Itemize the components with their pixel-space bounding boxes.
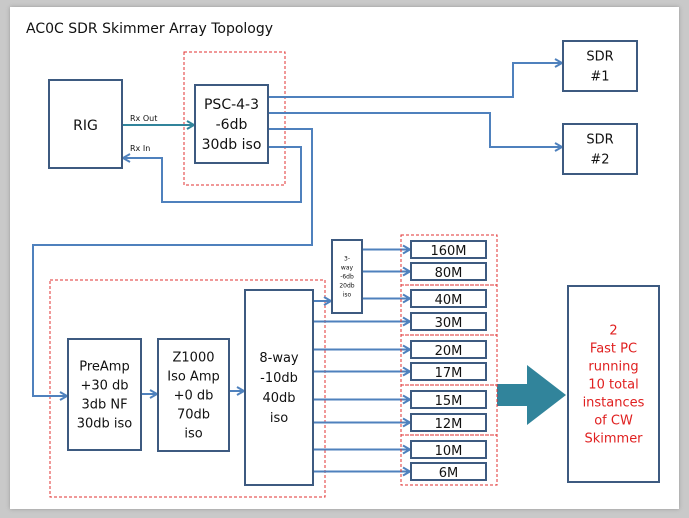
sdr1-box-line: #1	[590, 70, 609, 85]
sdr1-box: SDR #1	[562, 40, 638, 92]
sdr2-box-line: SDR	[586, 133, 613, 148]
band-label: 30M	[435, 316, 463, 331]
skimmer-pc-box-line: Fast PC	[590, 342, 637, 357]
sdr1-wire	[268, 63, 562, 98]
skimmer-pc-box-line: 10 total	[588, 378, 638, 393]
band-box-30M: 30M	[410, 312, 487, 331]
band-box-80M: 80M	[410, 262, 487, 281]
psc-box-line: PSC-4-3	[204, 97, 259, 113]
skimmer-pc-box-line: running	[588, 360, 638, 375]
z1000-box-line: Iso Amp	[167, 370, 220, 385]
band-box-160M: 160M	[410, 240, 487, 259]
big-arrow	[497, 365, 566, 425]
band-group-border	[400, 434, 498, 486]
diagram-title: AC0C SDR Skimmer Array Topology	[26, 21, 273, 37]
3way-splitter-box: 3- way -6db 20db iso	[331, 239, 363, 314]
z1000-box-line: 70db	[177, 408, 210, 423]
rx-in-wire	[123, 146, 302, 203]
band-label: 160M	[430, 244, 466, 259]
amp-group-border	[49, 279, 326, 498]
preamp-box: PreAmp +30 db 3db NF 30db iso	[67, 338, 142, 451]
skimmer-pc-box-line: of CW	[594, 414, 633, 429]
band-label: 15M	[435, 394, 463, 409]
8way-splitter-box-line: -10db	[260, 371, 298, 386]
band-label: 40M	[435, 293, 463, 308]
band-label: 6M	[439, 466, 459, 481]
3way-splitter-box-line: 20db	[339, 283, 354, 290]
8way-splitter-box: 8-way -10db 40db iso	[244, 289, 314, 486]
sdr1-box-line: SDR	[586, 50, 613, 65]
band-box-6M: 6M	[410, 462, 487, 481]
preamp-box-line: PreAmp	[79, 360, 129, 375]
z1000-box-line: iso	[184, 427, 202, 442]
rx-out-label: Rx Out	[130, 114, 157, 123]
8way-splitter-box-line: 40db	[262, 391, 295, 406]
band-label: 80M	[435, 266, 463, 281]
psc-box-line: -6db	[216, 117, 248, 133]
preamp-feed-wire	[32, 128, 313, 396]
z1000-box-line: Z1000	[173, 351, 215, 366]
band-box-10M: 10M	[410, 440, 487, 459]
3way-splitter-box-line: 3-	[344, 256, 350, 263]
psc-group-border	[183, 51, 286, 186]
psc-box: PSC-4-3 -6db 30db iso	[194, 84, 269, 164]
skimmer-pc-box-line: instances	[583, 396, 645, 411]
band-box-17M: 17M	[410, 362, 487, 381]
3way-splitter-box-line: way	[341, 265, 354, 272]
band-label: 17M	[435, 366, 463, 381]
8way-splitter-box-line: 8-way	[259, 351, 299, 366]
band-box-40M: 40M	[410, 289, 487, 308]
sdr2-box-line: #2	[590, 153, 609, 168]
8way-splitter-box-line: iso	[270, 411, 288, 426]
band-group-border	[400, 334, 498, 386]
skimmer-pc-box-line: Skimmer	[584, 432, 643, 447]
z1000-box-line: +0 db	[174, 389, 214, 404]
preamp-box-line: 3db NF	[81, 398, 127, 413]
band-label: 12M	[435, 417, 463, 432]
band-label: 10M	[435, 444, 463, 459]
band-group-border	[400, 284, 498, 336]
psc-box-line: 30db iso	[202, 137, 262, 153]
3way-splitter-box-line: iso	[343, 292, 352, 299]
skimmer-pc-box-line: 2	[609, 324, 617, 339]
band-box-15M: 15M	[410, 390, 487, 409]
rig-label: RIG	[73, 118, 98, 134]
band-box-12M: 12M	[410, 413, 487, 432]
3way-splitter-box-line: -6db	[340, 274, 354, 281]
band-box-20M: 20M	[410, 340, 487, 359]
sdr2-box: SDR #2	[562, 123, 638, 175]
band-label: 20M	[435, 344, 463, 359]
preamp-box-line: 30db iso	[77, 417, 133, 432]
band-group-border	[400, 384, 498, 436]
band-group-border	[400, 234, 498, 286]
preamp-box-line: +30 db	[80, 379, 128, 394]
rig-box: RIG	[48, 79, 123, 169]
sdr2-wire	[268, 112, 562, 147]
rx-in-label: Rx In	[130, 144, 150, 153]
